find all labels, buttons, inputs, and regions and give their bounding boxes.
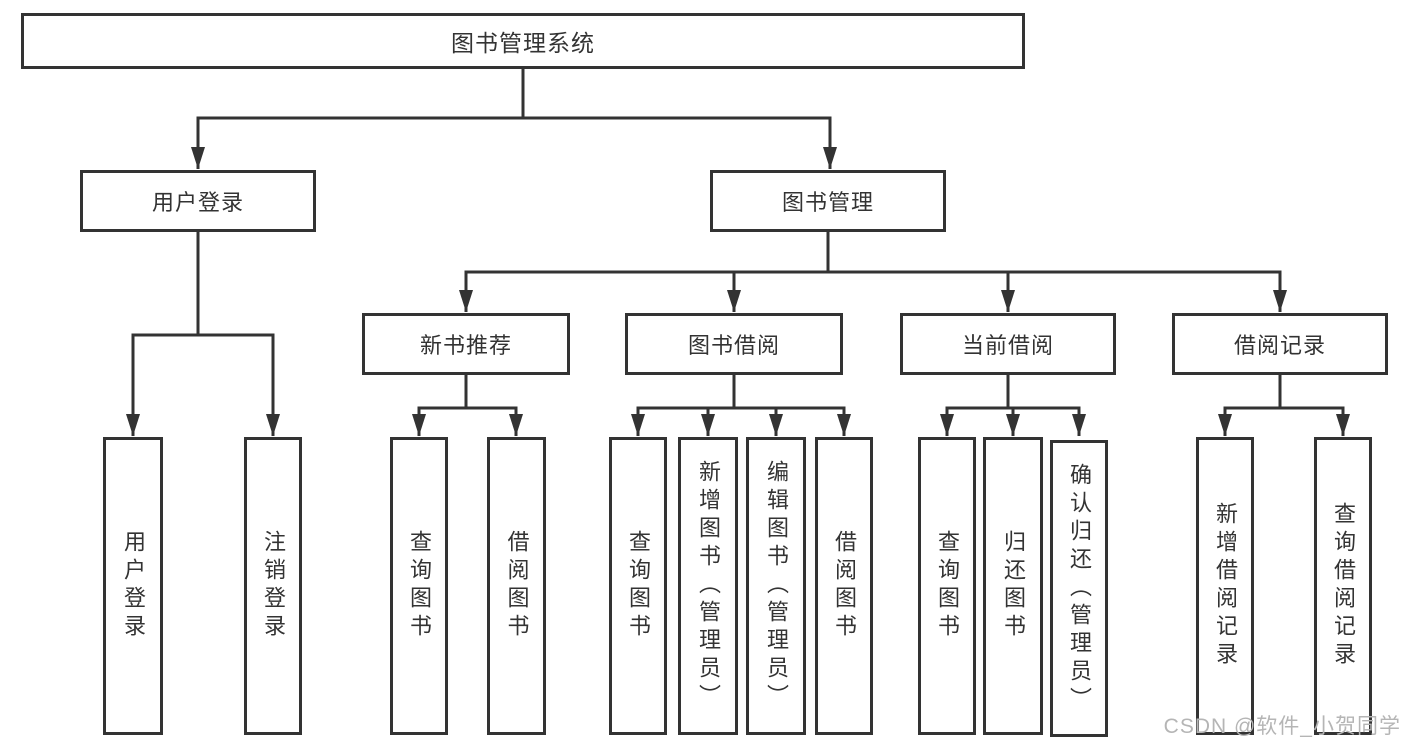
- leaf-current-return-books: 归还图书: [983, 437, 1043, 735]
- node-root: 图书管理系统: [21, 13, 1025, 69]
- node-borrow-records-label: 借阅记录: [1233, 333, 1326, 358]
- leaf-borrow-edit-books-admin-label: 编辑图书（管理员）: [764, 460, 789, 712]
- node-current-borrow-label: 当前借阅: [961, 333, 1054, 358]
- leaf-borrow-edit-books-admin: 编辑图书（管理员）: [746, 437, 806, 735]
- leaf-current-confirm-return-admin-label: 确认归还（管理员）: [1067, 462, 1092, 715]
- node-new-book-recommend-label: 新书推荐: [419, 333, 512, 358]
- leaf-newbook-query-books-label: 查询图书: [407, 530, 432, 642]
- leaf-records-add-record: 新增借阅记录: [1196, 437, 1254, 735]
- leaf-newbook-borrow-books-label: 借阅图书: [504, 530, 530, 642]
- node-book-borrow-label: 图书借阅: [687, 333, 780, 358]
- node-current-borrow: 当前借阅: [900, 313, 1116, 375]
- node-book-management: 图书管理: [710, 170, 946, 232]
- leaf-records-add-record-label: 新增借阅记录: [1213, 502, 1238, 670]
- node-borrow-records: 借阅记录: [1172, 313, 1388, 375]
- leaf-user-login-label: 用户登录: [121, 530, 146, 642]
- leaf-borrow-query-books: 查询图书: [609, 437, 667, 735]
- leaf-newbook-borrow-books: 借阅图书: [487, 437, 546, 735]
- leaf-borrow-add-books-admin: 新增图书（管理员）: [678, 437, 738, 735]
- leaf-borrow-borrow-books-label: 借阅图书: [832, 530, 857, 642]
- node-user-login-label: 用户登录: [151, 190, 244, 215]
- leaf-records-query-record: 查询借阅记录: [1314, 437, 1372, 735]
- connector-lines: [131, 68, 1345, 410]
- leaf-borrow-borrow-books: 借阅图书: [815, 437, 873, 735]
- node-user-login: 用户登录: [80, 170, 316, 232]
- node-book-borrow: 图书借阅: [625, 313, 843, 375]
- leaf-newbook-query-books: 查询图书: [390, 437, 448, 735]
- node-root-label: 图书管理系统: [451, 30, 595, 56]
- leaf-current-query-books-label: 查询图书: [935, 530, 960, 642]
- leaf-borrow-add-books-admin-label: 新增图书（管理员）: [696, 460, 721, 712]
- node-book-management-label: 图书管理: [781, 190, 874, 215]
- leaf-records-query-record-label: 查询借阅记录: [1331, 502, 1356, 670]
- leaf-current-return-books-label: 归还图书: [1001, 530, 1026, 642]
- leaf-current-confirm-return-admin: 确认归还（管理员）: [1050, 440, 1108, 737]
- watermark: CSDN @软件_小贺同学: [1163, 715, 1401, 738]
- leaf-current-query-books: 查询图书: [918, 437, 976, 735]
- leaf-logout-login-label: 注销登录: [261, 530, 286, 642]
- leaf-borrow-query-books-label: 查询图书: [626, 530, 651, 642]
- leaf-logout-login: 注销登录: [244, 437, 302, 735]
- node-new-book-recommend: 新书推荐: [362, 313, 570, 375]
- leaf-user-login: 用户登录: [103, 437, 163, 735]
